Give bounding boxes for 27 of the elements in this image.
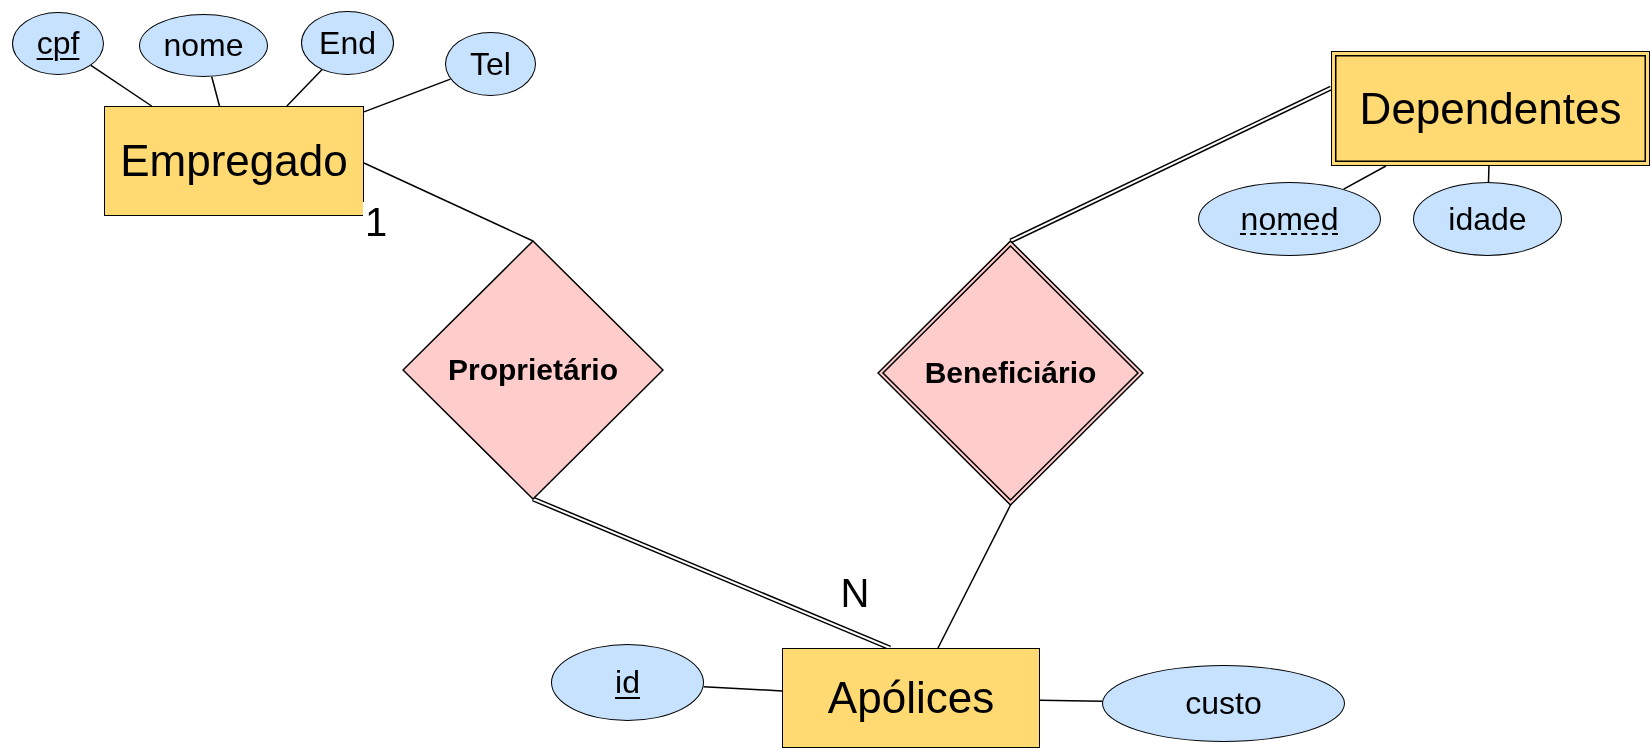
entity-box bbox=[782, 648, 1040, 748]
relationship-name: Proprietário bbox=[447, 353, 618, 387]
connector-line bbox=[286, 68, 323, 107]
attribute-name: nomed bbox=[1240, 200, 1339, 238]
attribute-name: idade bbox=[1448, 200, 1527, 238]
connector-line bbox=[937, 504, 1012, 649]
connector-line bbox=[1039, 699, 1103, 703]
entity-name: Empregado bbox=[120, 136, 348, 186]
double-line bbox=[1009, 85, 1333, 244]
weak-entity-box bbox=[1331, 51, 1650, 166]
connector-line bbox=[363, 162, 534, 242]
relationship-name: Beneficiário bbox=[924, 356, 1097, 390]
connector-line bbox=[90, 64, 153, 107]
attribute-name: Tel bbox=[470, 45, 511, 83]
attribute-name: End bbox=[319, 24, 376, 62]
connector-line bbox=[702, 685, 783, 692]
entity-name: Dependentes bbox=[1359, 83, 1622, 134]
connector-line bbox=[363, 78, 452, 113]
attribute-name: id bbox=[615, 664, 640, 701]
attribute-name: nome bbox=[163, 27, 244, 64]
connector-line bbox=[1487, 165, 1490, 183]
entity-box bbox=[104, 106, 364, 216]
connector-line bbox=[1342, 165, 1387, 190]
entity-name: Apólices bbox=[827, 673, 995, 723]
attribute-name: cpf bbox=[36, 25, 80, 62]
connector-line bbox=[211, 76, 221, 107]
attribute-name: custo bbox=[1185, 685, 1262, 722]
